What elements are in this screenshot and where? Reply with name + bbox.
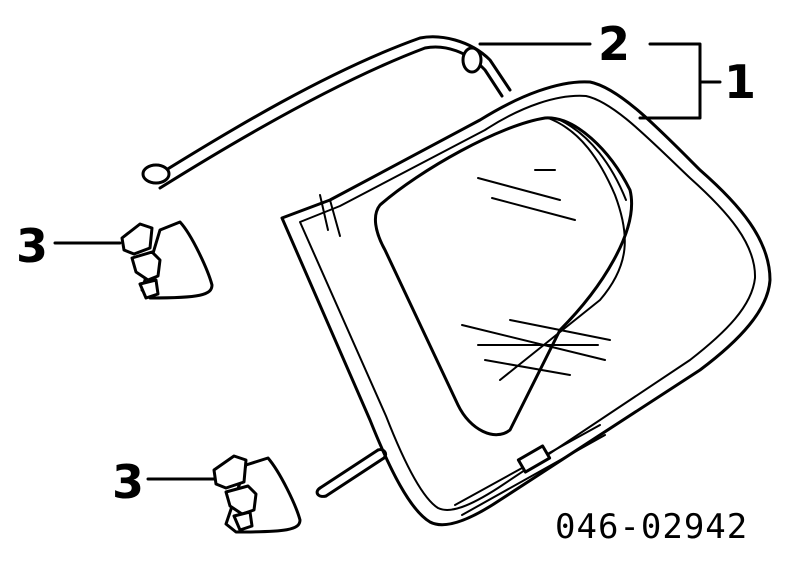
quarter-window-assembly: [280, 80, 772, 527]
callout-3-upper: 3: [16, 219, 48, 273]
callout-1: 1: [724, 55, 756, 109]
part-code: 046-02942: [555, 507, 748, 547]
callout-3-lower: 3: [112, 455, 144, 509]
window-molding-strip: [141, 35, 512, 190]
molding-grommet: [461, 46, 483, 74]
clip-lower: [212, 454, 302, 534]
molding-end-cap: [141, 163, 171, 185]
glass-glare-lines: [461, 169, 611, 376]
clip-upper: [120, 220, 214, 300]
callout-2: 2: [598, 17, 630, 71]
seal-strip: [318, 448, 386, 498]
leader-lines: [53, 42, 722, 481]
frame-retainer-tab: [516, 444, 552, 474]
